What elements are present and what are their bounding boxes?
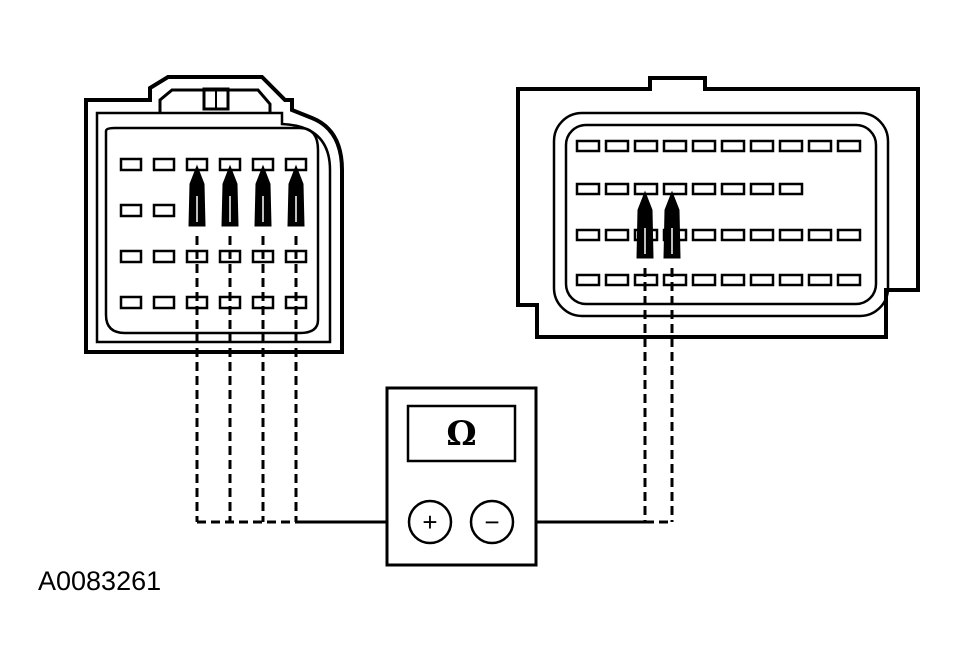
connector-cavity [836, 139, 862, 153]
connector-cavity [604, 273, 630, 287]
connector-cavity [119, 295, 143, 310]
connector-cavity [691, 182, 717, 196]
right-connector-inner-wall [552, 111, 890, 318]
connector-cavity [778, 139, 804, 153]
probe-tip [636, 190, 654, 259]
connector-cavity [575, 139, 601, 153]
connector-cavity [778, 273, 804, 287]
probe-tip [663, 190, 681, 259]
connector-cavity [119, 157, 143, 172]
connector-cavity [807, 273, 833, 287]
connector-cavity [152, 249, 176, 264]
connector-cavity [575, 273, 601, 287]
connector-cavity [575, 182, 601, 196]
connector-cavity [720, 273, 746, 287]
connector-cavity [720, 139, 746, 153]
connector-cavity [749, 182, 775, 196]
right-connector-cavities [575, 139, 862, 287]
connector-cavity [604, 182, 630, 196]
connector-cavity [691, 273, 717, 287]
right-connector-shell [516, 76, 920, 339]
positive-terminal-label: + [422, 507, 437, 537]
ohmmeter: Ω + − [385, 386, 538, 567]
left-connector-inner-wall [95, 111, 332, 344]
positive-terminal [407, 499, 453, 545]
connector-cavity [152, 295, 176, 310]
connector-cavity [119, 203, 143, 218]
connector-cavity [662, 182, 688, 196]
connector-cavity [778, 228, 804, 242]
connector-cavity [749, 139, 775, 153]
connector-cavity [749, 228, 775, 242]
connector-cavity [119, 249, 143, 264]
connector-cavity [633, 139, 659, 153]
connector-cavity [749, 273, 775, 287]
left-connector-shell [84, 75, 344, 354]
figure-id: A0083261 [38, 566, 162, 596]
negative-terminal-label: − [484, 507, 499, 537]
connector-cavity [807, 139, 833, 153]
left-connector-cavities [119, 157, 308, 310]
connector-cavity [778, 182, 804, 196]
right-connector [516, 76, 920, 339]
connector-cavity [720, 182, 746, 196]
connector-cavity [575, 228, 601, 242]
connector-cavity [836, 273, 862, 287]
connector-cavity [720, 228, 746, 242]
ohm-symbol: Ω [446, 414, 476, 454]
connector-cavity [836, 228, 862, 242]
connector-cavity [633, 182, 659, 196]
connector-cavity [691, 228, 717, 242]
left-connector-cavity [104, 126, 320, 335]
right-connector-cavity [564, 123, 878, 306]
connector-cavity [662, 273, 688, 287]
connector-cavity [604, 139, 630, 153]
test-leads [188, 164, 681, 524]
connector-cavity [662, 139, 688, 153]
connector-cavity [807, 228, 833, 242]
connector-cavity [604, 228, 630, 242]
ohmmeter-display [406, 404, 517, 463]
negative-terminal [469, 499, 515, 545]
connector-cavity [691, 139, 717, 153]
connector-cavity [152, 157, 176, 172]
connector-cavity [152, 203, 176, 218]
